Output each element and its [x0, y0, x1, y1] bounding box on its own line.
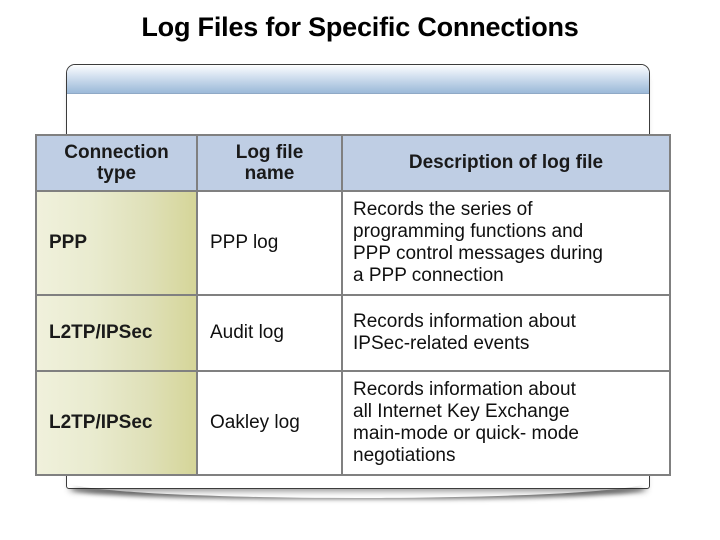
- column-header-connection-type-line2: type: [96, 163, 137, 184]
- description-line: PPP control messages during: [353, 243, 603, 265]
- column-header-log-file-name-line1: Log file: [235, 141, 304, 163]
- column-header-description: Description of log file: [341, 134, 671, 192]
- description-line: Records the series of: [353, 199, 533, 220]
- panel-titlebar: [67, 65, 649, 94]
- description-line: a PPP connection: [353, 265, 504, 287]
- column-header-connection-type: Connection type: [35, 134, 198, 192]
- cell-log-file-name: Audit log: [196, 294, 343, 373]
- cell-description: Records the series of programming functi…: [341, 189, 671, 297]
- cell-connection-type: L2TP/IPSec: [35, 294, 198, 373]
- description-line: IPSec-related events: [353, 333, 530, 355]
- cell-connection-type: PPP: [35, 189, 198, 297]
- description-line: all Internet Key Exchange: [353, 401, 570, 423]
- cell-log-file-name: PPP log: [196, 189, 343, 297]
- description-line: programming functions and: [353, 221, 584, 243]
- cell-log-file-name: Oakley log: [196, 370, 343, 477]
- description-line: Records information about: [353, 379, 576, 401]
- log-files-table: Connection type Log file name Descriptio…: [35, 134, 671, 477]
- column-header-log-file-name-line2: name: [244, 163, 295, 184]
- table-row: PPP PPP log Records the series of progra…: [35, 189, 671, 297]
- description-line: Records information about: [353, 311, 576, 333]
- description-line: negotiations: [353, 445, 456, 467]
- column-header-connection-type-line1: Connection: [64, 141, 169, 163]
- table-row: L2TP/IPSec Audit log Records information…: [35, 294, 671, 373]
- table-body: PPP PPP log Records the series of progra…: [35, 189, 671, 477]
- cell-connection-type: L2TP/IPSec: [35, 370, 198, 477]
- cell-description: Records information about IPSec-related …: [341, 294, 671, 373]
- table-row: L2TP/IPSec Oakley log Records informatio…: [35, 370, 671, 477]
- page-title: Log Files for Specific Connections: [141, 12, 579, 42]
- column-header-log-file-name: Log file name: [196, 134, 343, 192]
- table-header-row: Connection type Log file name Descriptio…: [35, 134, 671, 192]
- cell-description: Records information about all Internet K…: [341, 370, 671, 477]
- description-line: main-mode or quick- mode: [353, 423, 579, 445]
